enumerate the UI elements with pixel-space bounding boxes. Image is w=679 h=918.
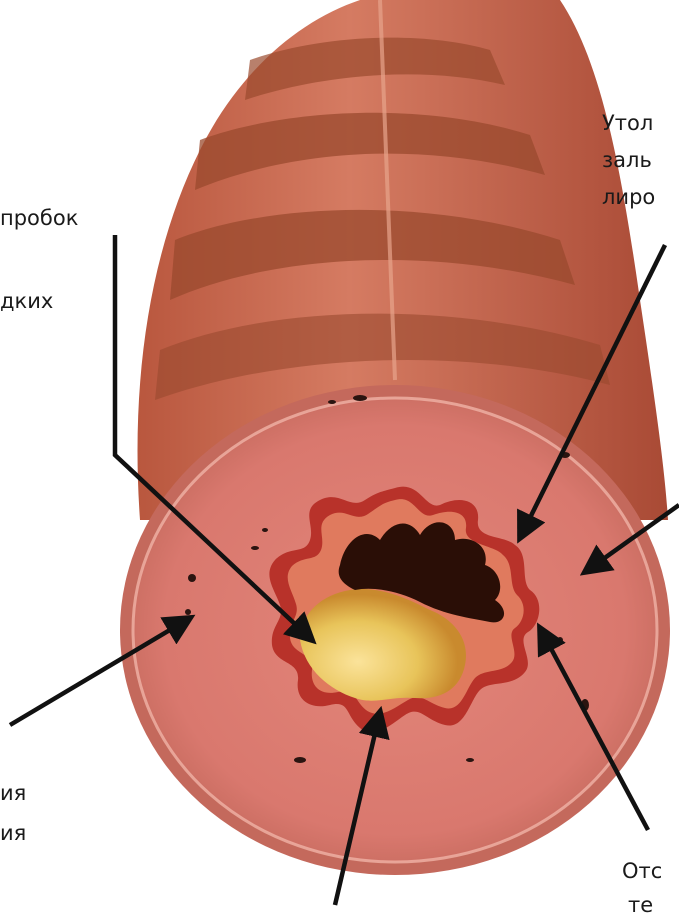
- label-thickened-line-1: Утол: [602, 110, 653, 136]
- label-thickened-line-2: заль: [602, 147, 652, 173]
- label-edema-line-1: Отс: [622, 858, 662, 884]
- label-bottom-left-2: ия: [0, 820, 26, 846]
- label-thickened-line-3: лиро: [602, 184, 655, 210]
- label-edema-line-2: те: [628, 892, 653, 918]
- label-bottom-left-1: ия: [0, 780, 26, 806]
- label-mucus-fluid: дких: [0, 288, 53, 314]
- label-mucus-plugs: пробок: [0, 205, 78, 231]
